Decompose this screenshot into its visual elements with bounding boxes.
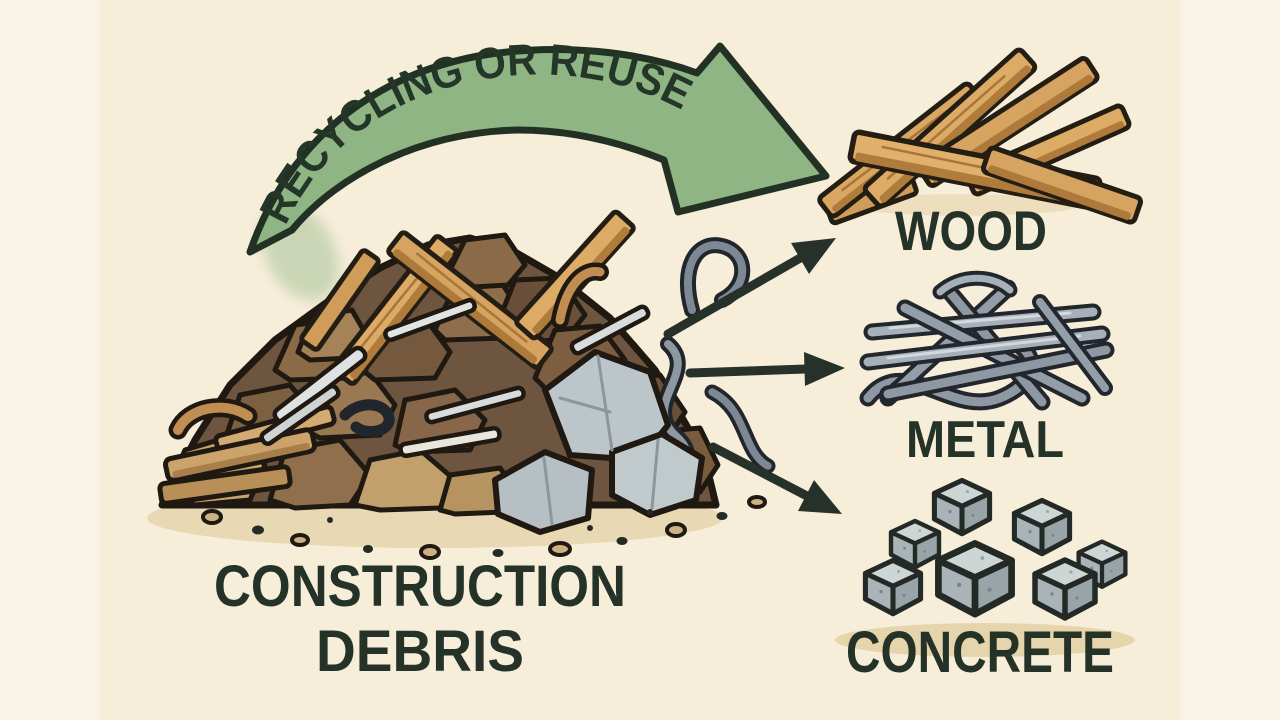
- wood-label: WOOD: [895, 199, 1047, 262]
- background-left-strip: [0, 0, 100, 720]
- concrete-blocks-icon: [835, 480, 1135, 657]
- construction-label-line2: DEBRIS: [316, 619, 524, 684]
- construction-debris-label: CONSTRUCTION DEBRIS: [214, 554, 626, 684]
- arrow-to-wood-icon: [663, 238, 836, 339]
- wood-shadow: [850, 194, 1080, 216]
- arrow-to-concrete-icon: [708, 442, 842, 514]
- metal-label: METAL: [906, 411, 1064, 469]
- debris-grey-sticks: [259, 297, 651, 459]
- metal-scrap-icon: [859, 270, 1115, 411]
- arrow-to-metal-icon: [685, 352, 845, 386]
- wood-pile-icon: [817, 47, 1144, 226]
- metal-rod: [879, 279, 1017, 407]
- debris-concrete-facets: [542, 354, 660, 526]
- metal-rod: [879, 341, 1115, 403]
- flow-arrows: [663, 238, 845, 514]
- concrete-label: CONCRETE: [846, 620, 1114, 685]
- construction-debris-pile-icon: [147, 209, 776, 560]
- debris-pebbles: [201, 495, 767, 560]
- debris-pipe-icon: [168, 262, 609, 440]
- metal-rod: [1032, 294, 1113, 396]
- background-right-strip: [1180, 0, 1280, 720]
- curved-arrow-icon: [246, 42, 830, 256]
- concrete-shadow: [835, 623, 1135, 657]
- construction-label-line1: CONSTRUCTION: [214, 554, 626, 619]
